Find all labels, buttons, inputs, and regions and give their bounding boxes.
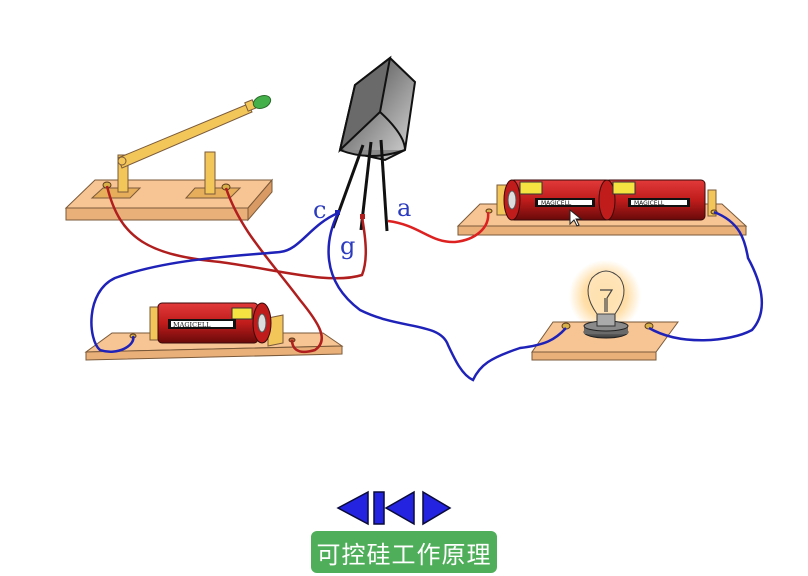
- battery-pack-double: MAGICELL MAGICELL: [456, 179, 748, 236]
- lead-label-g: g: [340, 232, 355, 260]
- triangle-left-icon: [336, 490, 369, 526]
- navigation-controls: [336, 489, 452, 527]
- lead-label-a: a: [397, 194, 411, 222]
- mouse-cursor: [569, 208, 583, 227]
- wires-red: [105, 185, 490, 354]
- knife-switch: [64, 94, 274, 222]
- next-button[interactable]: [420, 489, 452, 527]
- battery-single: MAGICELL: [84, 302, 344, 361]
- lamp: [531, 260, 679, 361]
- triangle-right-icon: [422, 490, 452, 526]
- svg-text:MAGICELL: MAGICELL: [541, 200, 572, 207]
- skip-to-start-icon: [373, 490, 415, 526]
- lead-label-c: c: [313, 196, 326, 224]
- prev-button[interactable]: [336, 489, 372, 527]
- first-button[interactable]: [372, 489, 418, 527]
- svg-text:MAGICELL: MAGICELL: [634, 200, 665, 207]
- title-button[interactable]: 可控硅工作原理: [311, 531, 497, 573]
- thyristor: [331, 55, 417, 232]
- svg-text:MAGICELL: MAGICELL: [173, 321, 211, 329]
- wires-blue: [90, 210, 764, 382]
